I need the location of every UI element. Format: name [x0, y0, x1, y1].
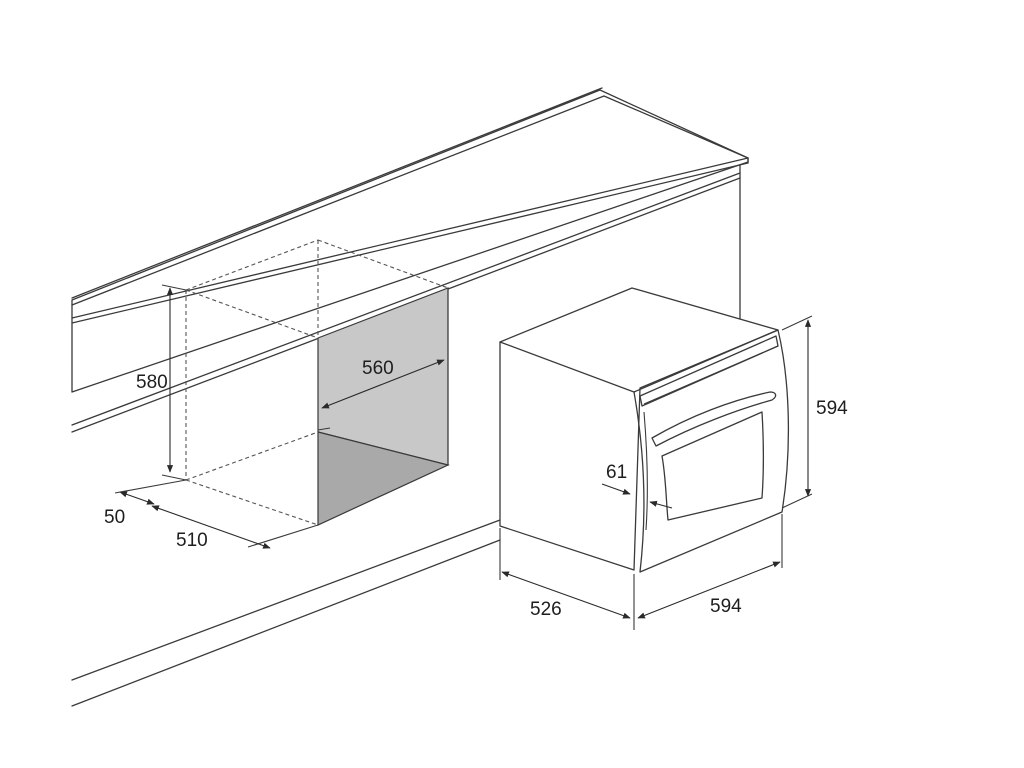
oven-window [661, 411, 765, 521]
niche-width-label: 560 [362, 358, 394, 379]
countertop [71, 87, 749, 393]
oven-door [633, 329, 790, 573]
niche [185, 239, 450, 526]
oven-depth-label: 526 [530, 599, 562, 620]
oven [499, 287, 790, 573]
oven-dimensions: 594 526 594 61 [499, 315, 848, 630]
oven-width-label: 594 [710, 596, 742, 617]
niche-height-label: 580 [136, 372, 168, 393]
oven-body [499, 287, 779, 571]
niche-floor [317, 431, 450, 526]
niche-offset-label: 50 [104, 507, 125, 528]
niche-dimensions: 580 560 50 510 [104, 284, 445, 551]
door-protrusion-label: 61 [606, 462, 627, 483]
oven-handle [651, 391, 777, 447]
niche-depth-label: 510 [176, 530, 208, 551]
oven-height-label: 594 [816, 398, 848, 419]
